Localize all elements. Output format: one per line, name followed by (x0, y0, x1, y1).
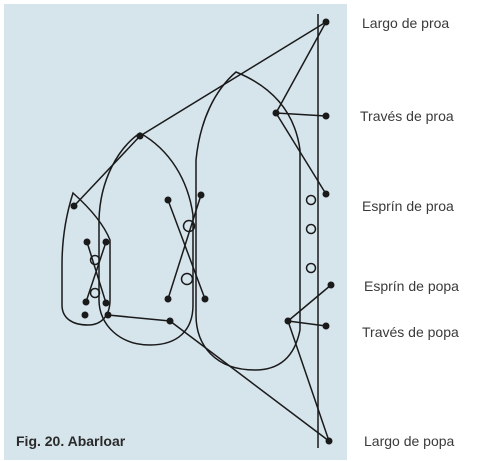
cleat-dot (272, 109, 280, 117)
label-largo-popa: Largo de popa (364, 433, 455, 449)
cleat-dot (325, 437, 333, 445)
cleat-dot (197, 191, 205, 199)
cleat-dot (164, 295, 172, 303)
spring-crossing-line (85, 241, 107, 303)
largo-popa-line (287, 320, 330, 442)
largo-popa-line (169, 320, 330, 442)
cleat-dot (201, 295, 209, 303)
cleat-dot (81, 311, 89, 319)
label-traves-proa: Través de proa (360, 108, 454, 124)
cleat-dot (104, 311, 112, 319)
label-espring-proa: Esprín de proa (362, 198, 454, 214)
cleat-dot (164, 196, 172, 204)
largo-proa-line (73, 135, 141, 207)
cleat-dot (322, 112, 330, 120)
espring-proa-line (275, 112, 327, 195)
large-boat-hull (195, 71, 301, 371)
cleat-dot (327, 281, 335, 289)
label-traves-popa: Través de popa (362, 324, 459, 340)
cleat-dot (102, 299, 110, 307)
largo-popa-line (107, 314, 171, 322)
label-espring-popa: Esprín de popa (364, 278, 459, 294)
spring-crossing-line (167, 194, 202, 300)
fender (89, 287, 101, 299)
cleat-dot (284, 317, 292, 325)
label-largo-proa: Largo de proa (362, 15, 450, 31)
cleat-dot (83, 238, 91, 246)
spring-crossing-line (167, 199, 206, 300)
espring-popa-line (287, 284, 332, 322)
cleat-dot (136, 132, 144, 140)
cleat-dot (102, 238, 110, 246)
medium-boat-hull (98, 132, 194, 346)
figure-caption: Fig. 20. Abarloar (16, 433, 126, 449)
fender (305, 223, 317, 235)
cleat-dot (322, 322, 330, 330)
cleat-dot (322, 190, 330, 198)
fender (305, 194, 317, 206)
cleat-dot (322, 18, 330, 26)
cleat-dot (70, 202, 78, 210)
fender (305, 262, 317, 274)
largo-proa-line (139, 21, 327, 137)
cleat-dot (82, 298, 90, 306)
fender (180, 272, 194, 286)
diagram-background (4, 4, 347, 460)
small-boat-hull (61, 191, 111, 326)
traves-popa-line (287, 320, 327, 327)
cleat-dot (166, 317, 174, 325)
traves-proa-line (275, 112, 327, 117)
largo-proa-line (275, 21, 327, 114)
